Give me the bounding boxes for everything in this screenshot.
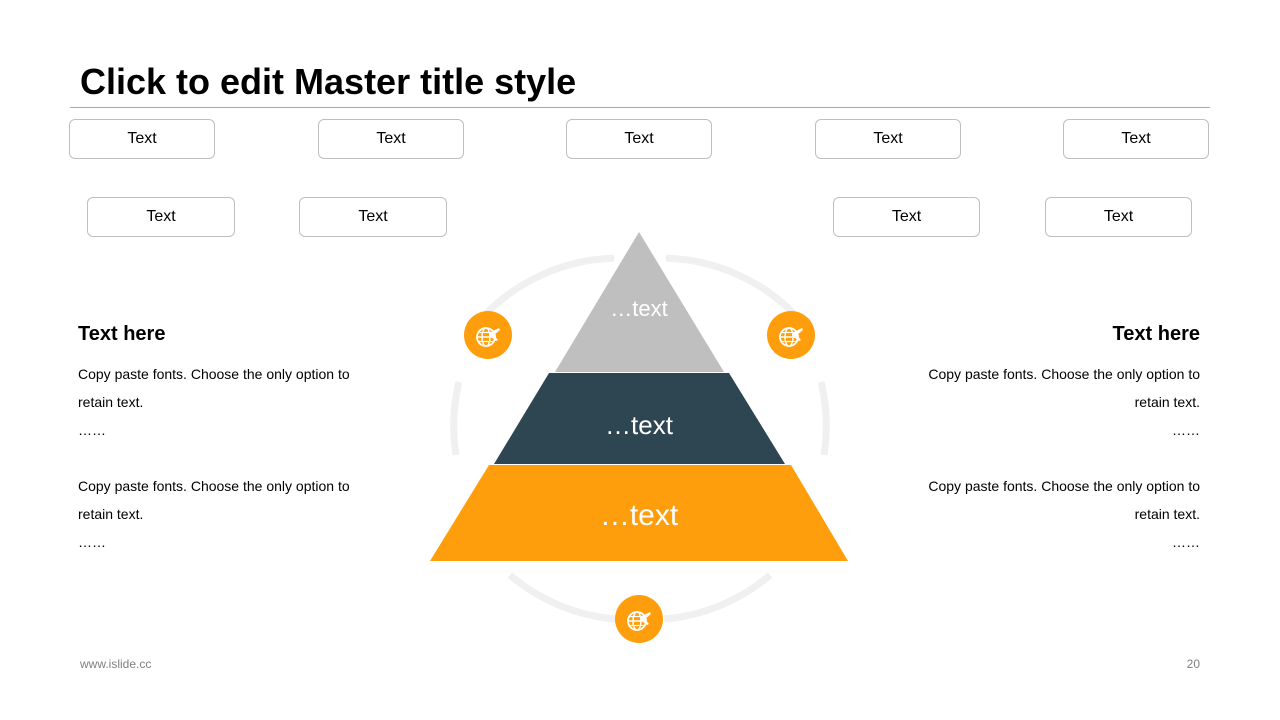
- top-text-box-5[interactable]: Text: [1063, 119, 1209, 159]
- globe-plane-icon[interactable]: [767, 311, 815, 359]
- globe-plane-icon[interactable]: [615, 595, 663, 643]
- top-text-box-1[interactable]: Text: [69, 119, 215, 159]
- right-text-panel: Text here Copy paste fonts. Choose the o…: [900, 320, 1200, 584]
- second-text-box-1[interactable]: Text: [87, 197, 235, 237]
- top-text-box-4[interactable]: Text: [815, 119, 961, 159]
- left-panel-ellipsis-1: ……: [78, 422, 106, 438]
- pyramid-bottom-layer[interactable]: [430, 465, 848, 561]
- title-divider: [70, 107, 1210, 108]
- right-panel-paragraph-2: Copy paste fonts. Choose the only option…: [928, 478, 1200, 522]
- left-panel-heading: Text here: [78, 323, 166, 345]
- pyramid-middle-label: …text: [605, 410, 674, 440]
- second-text-box-4[interactable]: Text: [1045, 197, 1192, 237]
- ring-segment-left-lower: [450, 381, 463, 456]
- left-text-panel: Text here Copy paste fonts. Choose the o…: [78, 320, 378, 584]
- right-panel-paragraph-1: Copy paste fonts. Choose the only option…: [928, 366, 1200, 410]
- second-text-box-2[interactable]: Text: [299, 197, 447, 237]
- left-panel-paragraph-1: Copy paste fonts. Choose the only option…: [78, 366, 350, 410]
- right-panel-ellipsis-1: ……: [1172, 422, 1200, 438]
- pyramid-top-label: …text: [610, 296, 667, 321]
- page-number: 20: [1186, 657, 1200, 671]
- top-text-box-3[interactable]: Text: [566, 119, 712, 159]
- page-title: Click to edit Master title style: [80, 61, 577, 102]
- left-panel-paragraph-2: Copy paste fonts. Choose the only option…: [78, 478, 350, 522]
- pyramid-bottom-label: …text: [600, 499, 679, 532]
- globe-plane-icon[interactable]: [464, 311, 512, 359]
- top-text-box-2[interactable]: Text: [318, 119, 464, 159]
- pyramid-top-layer[interactable]: [555, 232, 724, 372]
- left-panel-ellipsis-2: ……: [78, 534, 106, 550]
- ring-segment-bottom: [507, 572, 773, 623]
- second-text-box-3[interactable]: Text: [833, 197, 980, 237]
- pyramid-middle-layer[interactable]: [494, 373, 785, 464]
- right-panel-heading: Text here: [1112, 323, 1200, 345]
- footer-url: www.islide.cc: [80, 657, 152, 671]
- right-panel-ellipsis-2: ……: [1172, 534, 1200, 550]
- ring-segment-right-lower: [817, 381, 830, 456]
